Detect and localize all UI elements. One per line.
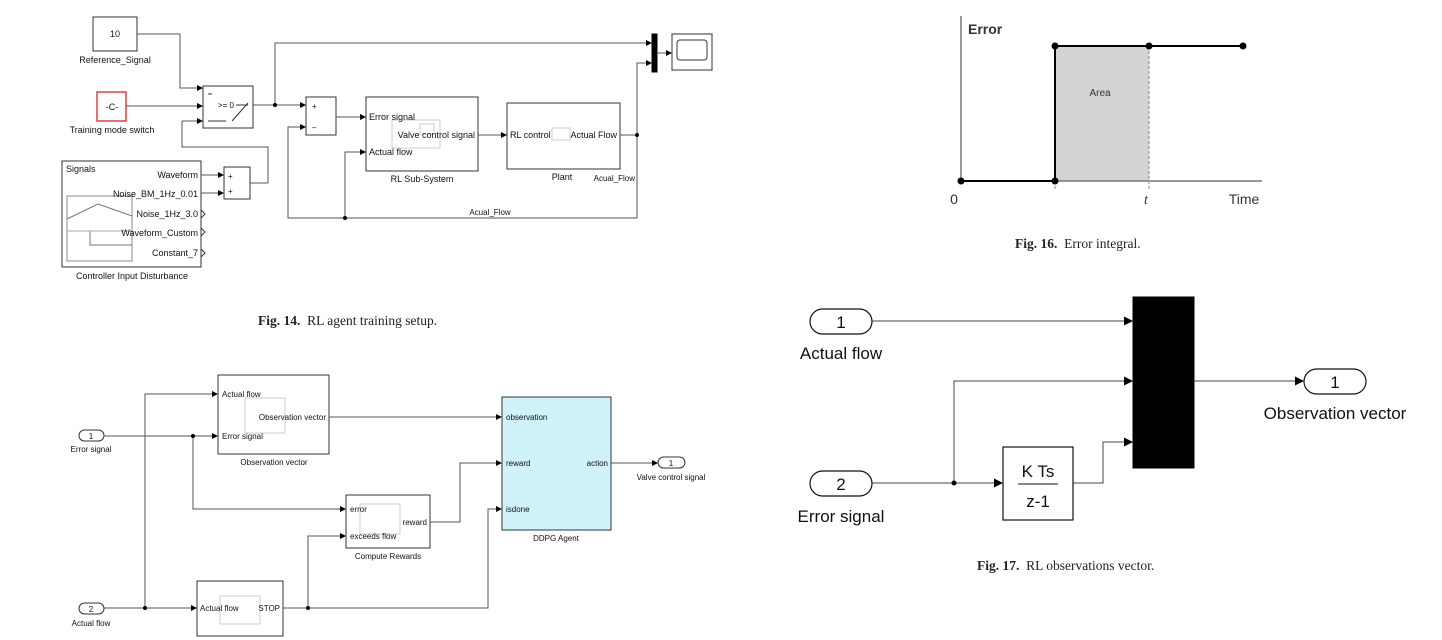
obs-port-output: Observation vector <box>259 413 326 422</box>
agent-port-action: action <box>587 459 608 468</box>
stop-block[interactable] <box>196 580 284 637</box>
plant-block[interactable] <box>506 102 621 170</box>
agent-port-observation: observation <box>506 413 547 422</box>
signals-output-5: Constant_7 <box>152 248 198 258</box>
x-axis-label: Time <box>1229 191 1260 207</box>
reward-port-output: reward <box>403 518 427 527</box>
rl-port-error-signal: Error signal <box>369 112 415 122</box>
fig17-labels: 1 Actual flow 2 Error signal K Ts z-1 1 … <box>798 313 1407 526</box>
signals-output-3: Noise_1Hz_3.0 <box>136 209 198 219</box>
fig14-caption-text: RL agent training setup. <box>307 313 438 328</box>
acual-flow-tag: Acual_Flow <box>594 174 636 183</box>
stop-port-stop: STOP <box>258 604 280 613</box>
stop-port-actual-flow: Actual flow <box>200 604 239 613</box>
inport-error-signal-label: Error signal <box>71 445 112 454</box>
fig17-mux-block[interactable] <box>1132 296 1195 469</box>
obs-port-actual-flow: Actual flow <box>222 390 261 399</box>
fig14-caption: Fig. 14. RL agent training setup. <box>258 313 437 329</box>
inport-1-number: 1 <box>89 432 94 441</box>
outport-valve-control-label: Valve control signal <box>637 473 706 482</box>
rl-port-valve-control: Valve control signal <box>398 130 475 140</box>
plant-name: Plant <box>552 172 573 182</box>
fig14-diagram <box>61 16 713 268</box>
curve-point-end <box>1239 42 1247 50</box>
curve-point-step-base <box>1051 177 1059 185</box>
constant-10-value: 10 <box>110 29 120 39</box>
fig16-caption-text: Error integral. <box>1064 236 1141 251</box>
sum2-plus-sign-1: + <box>228 172 233 181</box>
constant-c-block[interactable] <box>96 91 127 122</box>
sum-block-2[interactable] <box>223 166 251 200</box>
outport-1-number: 1 <box>669 459 674 468</box>
signals-output-2: Noise_BM_1Hz_0.01 <box>113 189 198 199</box>
fig14-labels: 10 Reference_Signal -C- Training mode sw… <box>66 29 635 281</box>
fig16-error-integral-plot <box>957 16 1262 190</box>
inport-2-number: 2 <box>89 605 94 614</box>
ddpg-agent-name: DDPG Agent <box>533 534 580 543</box>
fig17-caption-number: Fig. 17. <box>977 558 1020 573</box>
fig17-inport-actual-flow-label: Actual flow <box>800 344 883 363</box>
compute-rewards-name: Compute Rewards <box>355 552 421 561</box>
area-shaded-region <box>1055 46 1149 181</box>
fig16-caption: Fig. 16. Error integral. <box>1015 236 1141 252</box>
fig17-inport-1-number: 1 <box>836 313 845 332</box>
fig17-outport-observation-label: Observation vector <box>1264 404 1407 423</box>
reference-signal-label: Reference_Signal <box>79 55 151 65</box>
obs-port-error-signal: Error signal <box>222 432 263 441</box>
fig17-caption: Fig. 17. RL observations vector. <box>977 558 1154 574</box>
signals-output-4: Waveform_Custom <box>121 228 198 238</box>
training-mode-switch-label: Training mode switch <box>70 125 155 135</box>
fig15-labels: 1 Error signal 2 Actual flow Actual flow… <box>71 390 706 628</box>
sum-block-1[interactable] <box>305 96 337 136</box>
fig15-diagram <box>78 374 686 637</box>
plant-port-actual-flow: Actual Flow <box>570 130 617 140</box>
reward-port-exceeds-flow: exceeds flow <box>350 532 396 541</box>
transfer-fn-numerator: K Ts <box>1022 462 1055 481</box>
fig17-outport-1-number: 1 <box>1330 373 1339 392</box>
signals-output-1: Waveform <box>157 170 198 180</box>
fig17-inport-error-signal-label: Error signal <box>798 507 885 526</box>
agent-port-isdone: isdone <box>506 505 530 514</box>
constant-c-value: -C- <box>106 102 119 112</box>
fig17-inport-2-number: 2 <box>836 475 845 494</box>
sum1-plus-sign: + <box>312 102 317 111</box>
observation-vector-block[interactable] <box>217 374 330 455</box>
fig17-diagram <box>809 296 1367 521</box>
fig14-caption-number: Fig. 14. <box>258 313 301 328</box>
reward-port-error: error <box>350 505 367 514</box>
mux-block[interactable] <box>651 33 658 73</box>
fig16-labels: Error Area 0 t Time <box>950 21 1259 208</box>
switch-threshold-label: >= 0 <box>218 101 235 110</box>
ddpg-agent-block[interactable] <box>501 396 612 531</box>
y-axis-label: Error <box>968 21 1003 37</box>
disturbance-block-name: Controller Input Disturbance <box>76 271 188 281</box>
transfer-fn-denominator: z-1 <box>1026 492 1050 511</box>
fig16-caption-number: Fig. 16. <box>1015 236 1058 251</box>
constant-10-block[interactable] <box>92 16 138 52</box>
observation-vector-name: Observation vector <box>240 458 307 467</box>
origin-label: 0 <box>950 191 958 207</box>
plant-port-rl-control: RL control <box>510 130 551 140</box>
fig17-caption-text: RL observations vector. <box>1026 558 1155 573</box>
curve-point-step-top <box>1051 42 1059 50</box>
sum2-plus-sign-2: + <box>228 187 233 196</box>
t-label: t <box>1144 193 1149 208</box>
curve-point-t <box>1145 42 1153 50</box>
agent-port-reward: reward <box>506 459 530 468</box>
inport-actual-flow-label: Actual flow <box>72 619 111 628</box>
rl-subsystem-name: RL Sub-System <box>391 174 454 184</box>
signals-title: Signals <box>66 164 96 174</box>
acual-flow-line-label: Acual_Flow <box>469 208 511 217</box>
rl-port-actual-flow: Actual flow <box>369 147 413 157</box>
sum1-minus-sign: – <box>312 123 317 132</box>
area-label: Area <box>1089 88 1111 99</box>
curve-point-origin <box>957 177 965 185</box>
